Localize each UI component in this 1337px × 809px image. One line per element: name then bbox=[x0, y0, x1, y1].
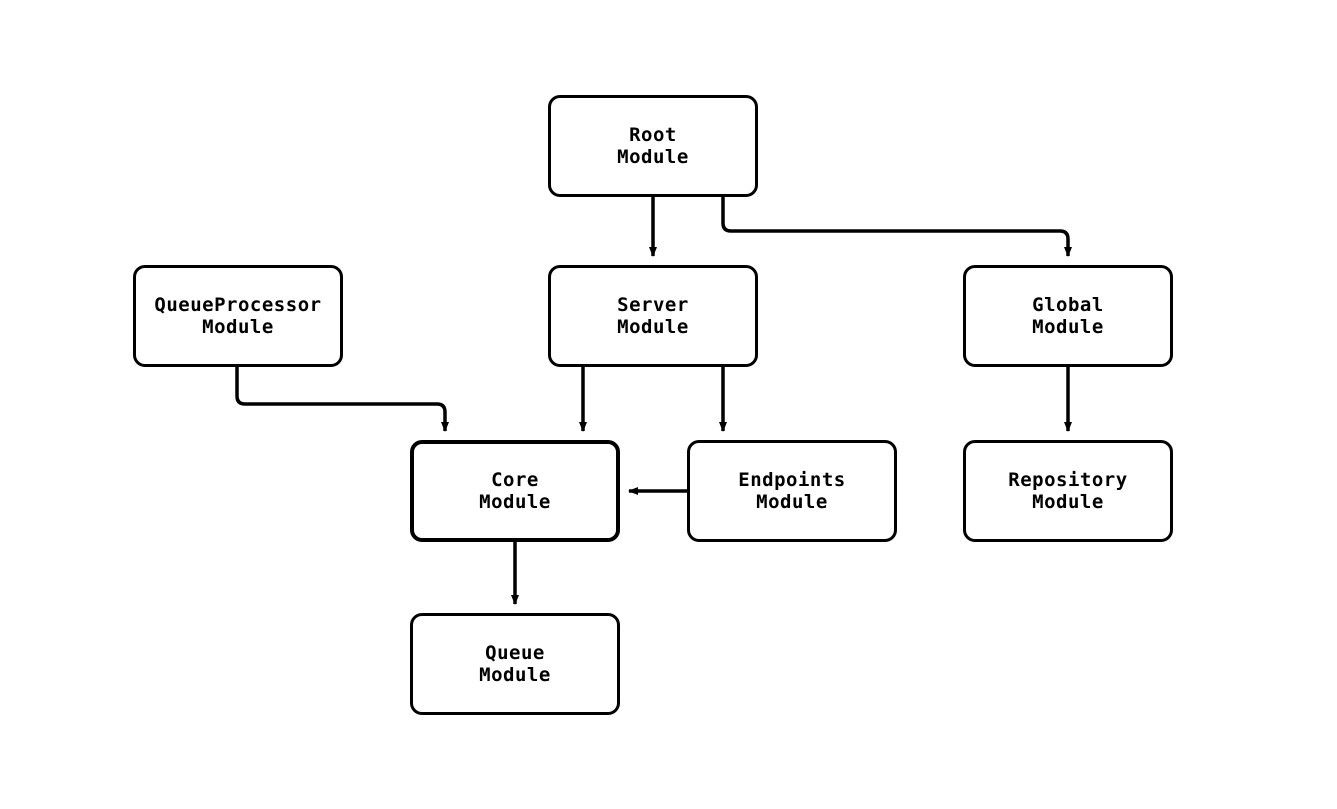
node-core-suffix: Module bbox=[479, 491, 551, 513]
node-root-name: Root bbox=[629, 124, 677, 146]
node-queue-suffix: Module bbox=[479, 664, 551, 686]
node-server-suffix: Module bbox=[617, 316, 689, 338]
node-global-name: Global bbox=[1032, 294, 1104, 316]
node-repository-name: Repository bbox=[1008, 469, 1128, 491]
node-repository-suffix: Module bbox=[1032, 491, 1104, 513]
node-core-name: Core bbox=[491, 469, 539, 491]
node-queueprocessor-suffix: Module bbox=[202, 316, 274, 338]
edge-root-to-global bbox=[721, 197, 1072, 257]
node-server-name: Server bbox=[617, 294, 689, 316]
edge-paths bbox=[235, 197, 1072, 605]
edge-queueprocessor-to-core bbox=[235, 367, 449, 432]
node-endpoints-name: Endpoints bbox=[738, 469, 846, 491]
node-queueprocessor-name: QueueProcessor bbox=[154, 294, 322, 316]
node-root-suffix: Module bbox=[617, 146, 689, 168]
node-endpoints-suffix: Module bbox=[756, 491, 828, 513]
node-queue-name: Queue bbox=[485, 642, 545, 664]
node-global-suffix: Module bbox=[1032, 316, 1104, 338]
